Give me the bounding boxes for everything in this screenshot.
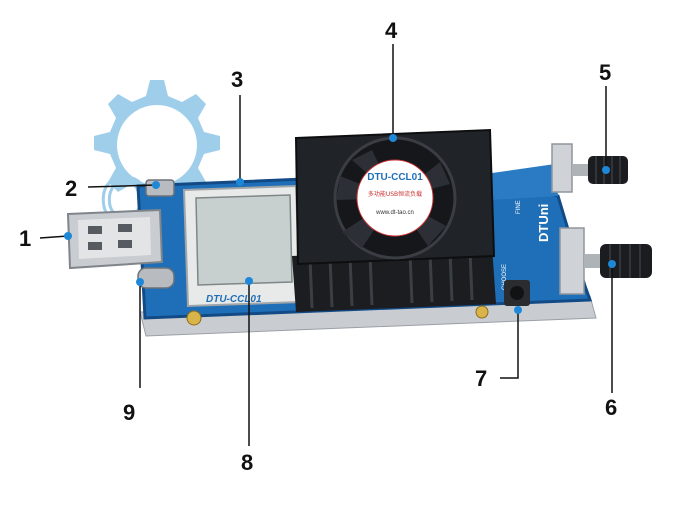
leader-dot-7 <box>514 306 522 314</box>
knob-label: FINE <box>516 200 522 214</box>
lcd-module: DTU-CCL01 <box>182 184 302 308</box>
callout-number-7: 7 <box>475 366 488 391</box>
brand-label: DTUni <box>536 204 551 242</box>
leader-dot-4 <box>389 134 397 142</box>
callout-number-2: 2 <box>65 176 78 201</box>
watermark-gear-icon <box>94 80 220 206</box>
lower-knob <box>600 244 652 278</box>
leader-dot-9 <box>136 278 144 286</box>
leader-dot-8 <box>245 277 253 285</box>
callout-number-6: 6 <box>605 395 618 420</box>
usb-c-port <box>137 267 175 289</box>
callout-number-9: 9 <box>123 400 136 425</box>
leader-dot-6 <box>608 260 616 268</box>
callout-number-8: 8 <box>241 450 254 475</box>
lower-potentiometer <box>559 227 652 295</box>
leader-dot-1 <box>64 232 72 240</box>
lcd-label: DTU-CCL01 <box>206 294 262 305</box>
fan-sticker-line: 多功能USB恒流负载 <box>368 190 422 198</box>
leader-dot-3 <box>236 178 244 186</box>
lcd-screen <box>195 194 293 286</box>
fan-sticker-url: www.dt-tao.cn <box>375 210 414 216</box>
upper-potentiometer <box>551 143 628 193</box>
usb-a-plug <box>66 208 164 270</box>
fan-sticker-model: DTU-CCL01 <box>367 172 423 183</box>
micro-usb-port <box>145 179 175 197</box>
leader-1 <box>39 235 69 239</box>
callout-number-1: 1 <box>19 226 32 251</box>
leader-2 <box>87 184 157 188</box>
callout-lines <box>39 44 616 446</box>
callout-number-5: 5 <box>599 60 612 85</box>
button-label: CHOOSE <box>502 264 508 290</box>
callout-number-4: 4 <box>385 18 398 43</box>
callout-number-3: 3 <box>231 67 244 92</box>
cooling-fan: DTU-CCL01 多功能USB恒流负载 www.dt-tao.cn <box>292 128 496 312</box>
leader-dot-2 <box>152 181 160 189</box>
standoff-left <box>186 310 202 326</box>
leader-7 <box>500 310 519 379</box>
standoff-right <box>475 305 489 319</box>
push-button <box>504 280 530 306</box>
leader-dot-5 <box>602 166 610 174</box>
pcb-upper-right <box>485 164 558 200</box>
fan-sticker <box>356 159 434 237</box>
